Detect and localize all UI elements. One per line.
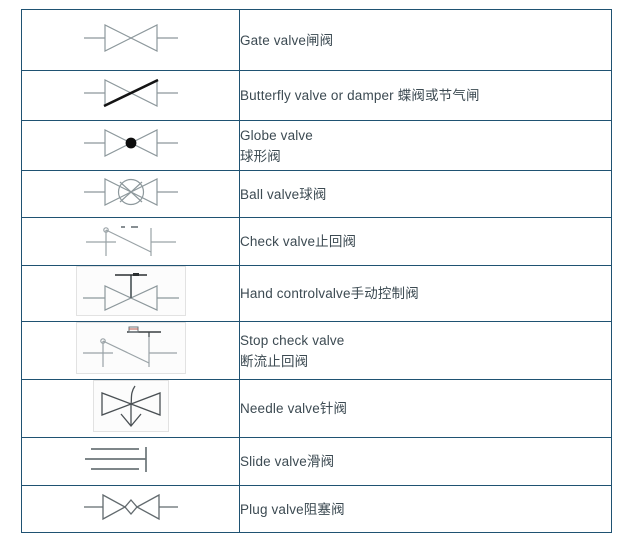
plug-valve-symbol xyxy=(22,488,239,526)
valve-description: Globe valve 球形阀 xyxy=(240,127,313,164)
valve-symbol-table: Gate valve闸阀 xyxy=(21,9,612,533)
table-row: Slide valve滑阀 xyxy=(21,437,612,486)
valve-description: Needle valve针阀 xyxy=(240,401,348,416)
description-cell: Check valve止回阀 xyxy=(239,217,612,266)
symbol-cell xyxy=(21,70,240,121)
table-row: Globe valve 球形阀 xyxy=(21,120,612,171)
description-cell: Plug valve阻塞阀 xyxy=(239,485,612,533)
table-row: Check valve止回阀 xyxy=(21,217,612,266)
check-valve-symbol xyxy=(22,218,239,260)
symbol-cell xyxy=(21,485,240,533)
symbol-cell xyxy=(21,379,240,438)
needle-valve-symbol xyxy=(92,380,169,432)
symbol-cell xyxy=(21,170,240,218)
table-row: Gate valve闸阀 xyxy=(21,9,612,71)
table-row: Needle valve针阀 xyxy=(21,379,612,438)
valve-description: Check valve止回阀 xyxy=(240,234,357,249)
valve-description: Stop check valve 断流止回阀 xyxy=(240,332,345,369)
symbol-cell xyxy=(21,265,240,322)
description-cell: Slide valve滑阀 xyxy=(239,437,612,486)
description-cell: Gate valve闸阀 xyxy=(239,9,612,71)
table-row: Stop check valve 断流止回阀 xyxy=(21,321,612,380)
description-cell: Globe valve 球形阀 xyxy=(239,120,612,171)
table-row: Hand controlvalve手动控制阀 xyxy=(21,265,612,322)
stop-check-valve-symbol xyxy=(75,322,186,374)
symbol-cell xyxy=(21,321,240,380)
valve-description: Ball valve球阀 xyxy=(240,186,327,202)
symbol-cell xyxy=(21,9,240,71)
description-cell: Needle valve针阀 xyxy=(239,379,612,438)
table-row: Ball valve球阀 xyxy=(21,170,612,218)
valve-description: Plug valve阻塞阀 xyxy=(240,501,345,517)
valve-description: Gate valve闸阀 xyxy=(240,32,334,48)
description-cell: Stop check valve 断流止回阀 xyxy=(239,321,612,380)
symbol-cell xyxy=(21,120,240,171)
valve-description: Butterfly valve or damper 蝶阀或节气闸 xyxy=(240,88,480,103)
globe-valve-symbol xyxy=(22,123,239,163)
description-cell: Ball valve球阀 xyxy=(239,170,612,218)
table-row: Plug valve阻塞阀 xyxy=(21,485,612,533)
valve-description: Hand controlvalve手动控制阀 xyxy=(240,286,419,301)
gate-valve-symbol xyxy=(22,18,239,58)
description-cell: Hand controlvalve手动控制阀 xyxy=(239,265,612,322)
hand-control-valve-symbol xyxy=(75,266,186,316)
valve-symbol-table-container: Gate valve闸阀 xyxy=(21,9,612,533)
valve-description: Slide valve滑阀 xyxy=(240,454,335,469)
description-cell: Butterfly valve or damper 蝶阀或节气闸 xyxy=(239,70,612,121)
slide-valve-symbol xyxy=(22,441,239,477)
symbol-cell xyxy=(21,437,240,486)
butterfly-valve-symbol xyxy=(22,73,239,113)
symbol-cell xyxy=(21,217,240,266)
table-row: Butterfly valve or damper 蝶阀或节气闸 xyxy=(21,70,612,121)
ball-valve-symbol xyxy=(22,172,239,212)
